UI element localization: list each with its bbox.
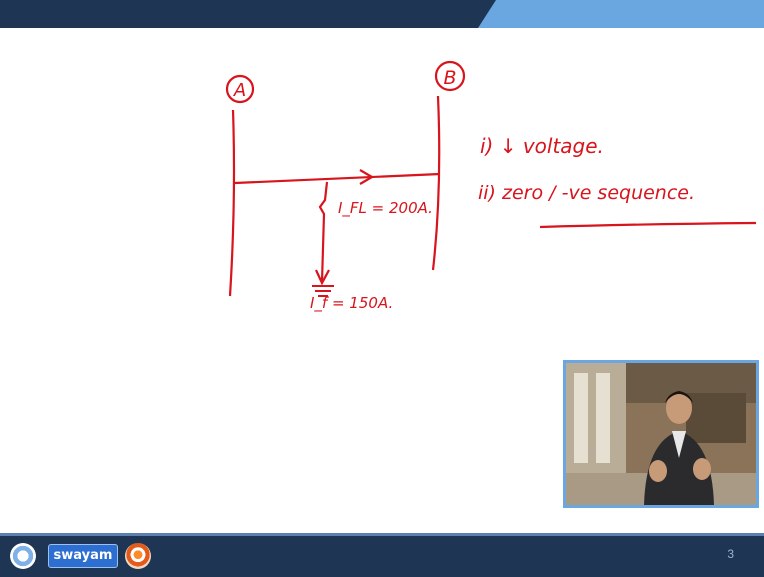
presenter-video — [563, 360, 759, 508]
fault-branch — [312, 181, 334, 297]
ground-symbol — [312, 285, 334, 297]
bus-b-label: B — [443, 67, 456, 89]
top-banner — [0, 0, 764, 28]
swayam-emblem-icon — [10, 543, 36, 569]
note-voltage: i) ↓ voltage. — [480, 134, 604, 158]
bus-a-label: A — [233, 80, 246, 101]
swayam-logo: swayam — [48, 544, 118, 568]
presenter-video-icon — [566, 363, 756, 505]
nptel-icon — [125, 543, 151, 569]
footer-bar: swayam 3 — [0, 533, 764, 577]
fault-current-label: I_f = 150A. — [310, 294, 393, 313]
current-direction-arrow — [359, 169, 375, 185]
bus-a: A — [225, 74, 255, 297]
footer-stripe — [0, 533, 764, 536]
fault-arrow — [315, 269, 330, 286]
fault-line-current-label: I_FL = 200A. — [338, 199, 433, 218]
bus-b: B — [431, 60, 466, 271]
note-sequence: ii) zero / -ve sequence. — [478, 182, 695, 204]
page-number: 3 — [727, 547, 734, 561]
whiteboard: A B I_FL = 200A. I_f = 150A. i) ↓ voltag… — [0, 28, 764, 533]
transmission-line — [234, 169, 441, 185]
note-underline — [539, 221, 757, 229]
